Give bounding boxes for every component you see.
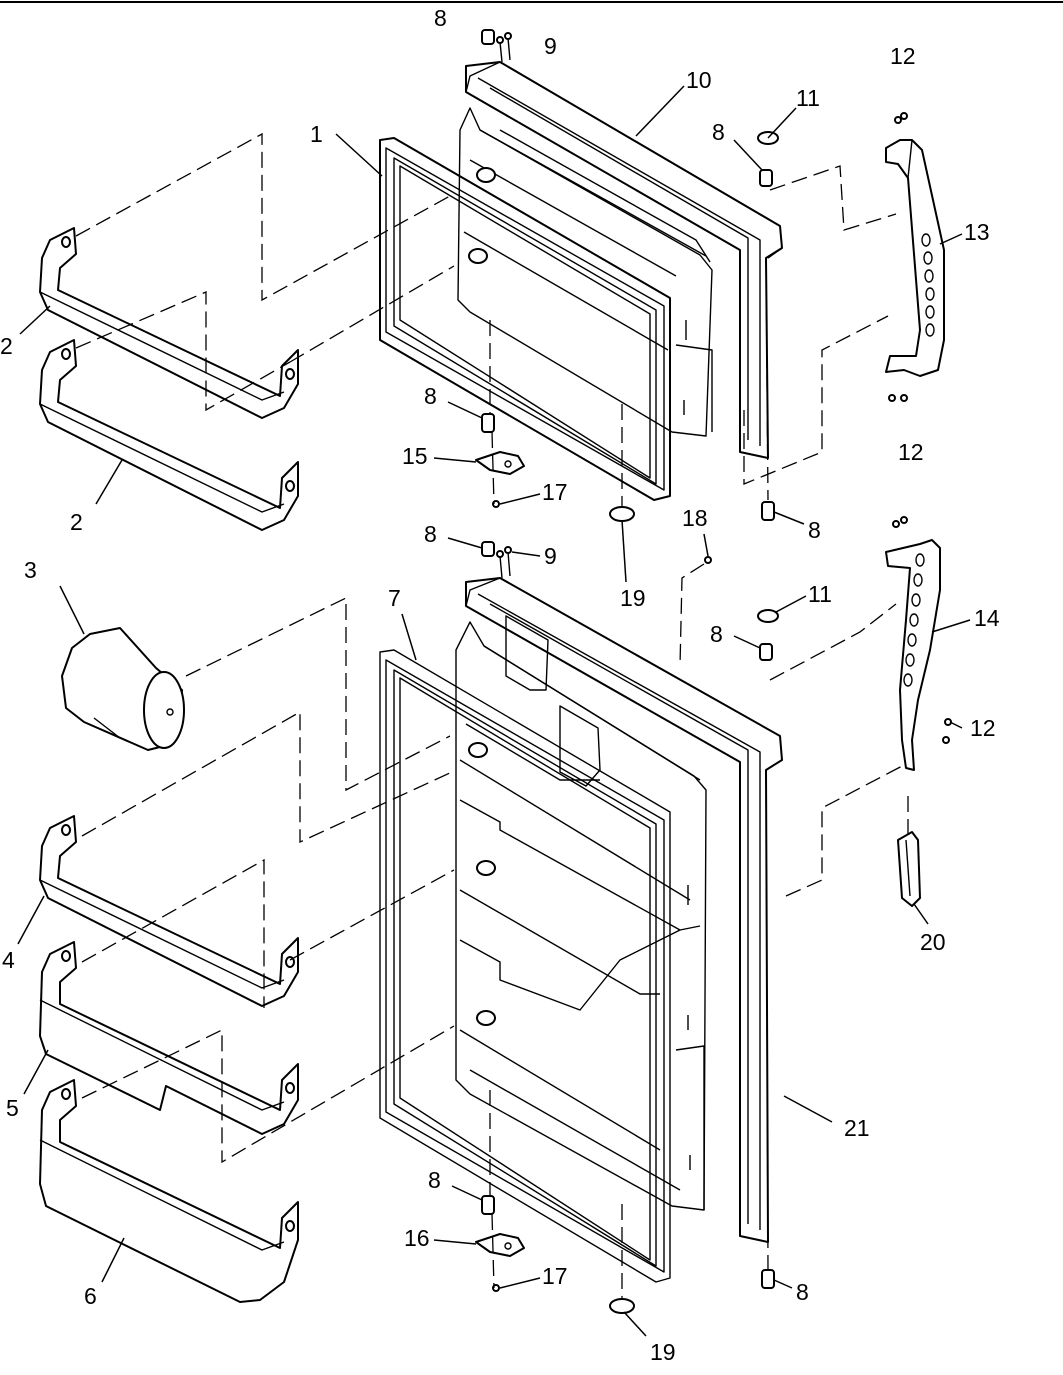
door-shelf-bar-upper <box>39 227 299 419</box>
freezer-door <box>457 61 783 459</box>
callout-20: 20 <box>920 929 946 955</box>
door-bin-upper <box>39 941 299 1135</box>
callout-19: 19 <box>650 1339 676 1365</box>
callout-8: 8 <box>424 521 437 547</box>
callout-18: 18 <box>682 505 708 531</box>
callout-10: 10 <box>686 67 712 93</box>
callout-11: 11 <box>796 85 820 111</box>
callout-19: 19 <box>620 585 646 611</box>
callout-8: 8 <box>712 119 725 145</box>
fresh-food-door <box>455 577 783 1243</box>
callout-4: 4 <box>2 947 15 973</box>
callout-8: 8 <box>428 1167 441 1193</box>
dairy-compartment-cover <box>61 627 185 751</box>
door-shelf-bar-middle <box>39 339 299 531</box>
freezer-handle <box>885 139 945 377</box>
callout-leaders <box>17 85 971 1337</box>
door-bin-lower <box>39 1079 299 1303</box>
callout-11: 11 <box>808 581 832 607</box>
assembly-guide-lines <box>75 132 909 1300</box>
freezer-door-gasket <box>379 137 671 501</box>
callout-16: 16 <box>404 1225 430 1251</box>
fresh-food-door-gasket <box>379 649 671 1283</box>
fresh-food-handle <box>885 539 941 771</box>
callout-7: 7 <box>388 585 401 611</box>
callout-1: 1 <box>310 121 323 147</box>
callout-8: 8 <box>434 5 447 31</box>
callout-labels: 8 9 10 1 11 8 12 13 2 8 12 15 17 2 18 8 … <box>0 5 1000 1365</box>
callout-17: 17 <box>542 479 568 505</box>
callout-8: 8 <box>424 383 437 409</box>
callout-12: 12 <box>890 43 916 69</box>
callout-8: 8 <box>796 1279 809 1305</box>
callout-14: 14 <box>974 605 1000 631</box>
callout-9: 9 <box>544 33 557 59</box>
callout-12: 12 <box>970 715 996 741</box>
callout-9: 9 <box>544 543 557 569</box>
door-shelf-bar-lower <box>39 815 299 1007</box>
callout-15: 15 <box>402 443 428 469</box>
callout-13: 13 <box>964 219 990 245</box>
callout-3: 3 <box>24 557 37 583</box>
callout-8: 8 <box>710 621 723 647</box>
handle-trim-piece <box>897 831 921 907</box>
callout-17: 17 <box>542 1263 568 1289</box>
callout-5: 5 <box>6 1095 19 1121</box>
callout-2: 2 <box>0 333 13 359</box>
callout-6: 6 <box>84 1283 97 1309</box>
callout-8: 8 <box>808 517 821 543</box>
callout-21: 21 <box>844 1115 870 1141</box>
hinge-pins-and-screws <box>475 29 952 1314</box>
callout-2: 2 <box>70 509 83 535</box>
callout-12: 12 <box>898 439 924 465</box>
